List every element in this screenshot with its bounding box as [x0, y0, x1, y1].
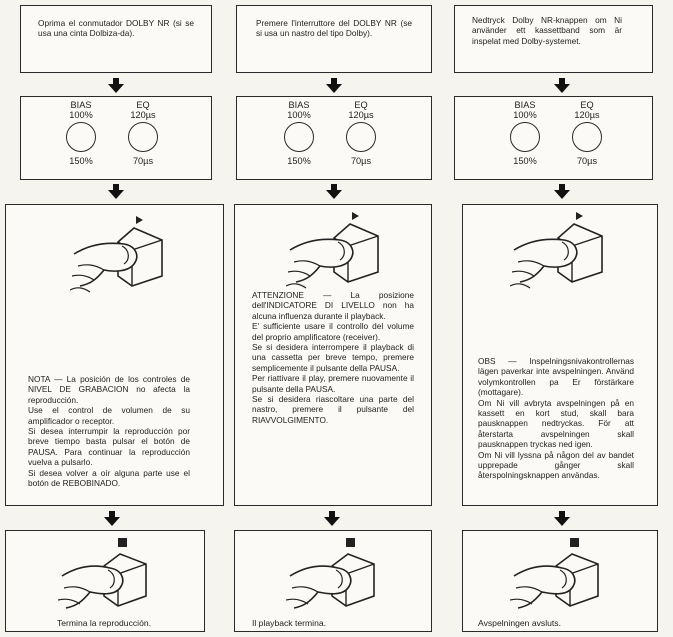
hand-pressing-stop-icon — [58, 537, 147, 609]
note-text-sv: OBS — Inspelningsnivakontrollernas lägen… — [478, 356, 634, 481]
step1-text-es: Oprima el conmutador DOLBY NR (si se usa… — [38, 18, 194, 39]
arrow-down-icon — [324, 511, 340, 526]
step1-box-it — [236, 5, 432, 73]
hand-pressing-stop-icon — [286, 537, 375, 609]
note-text-it: ATTENZIONE — La posizione dell'INDICATOR… — [252, 290, 414, 425]
arrow-down-icon — [104, 511, 120, 526]
arrow-down-icon — [326, 78, 342, 93]
end-caption-es: Termina la reproducción. — [56, 618, 152, 628]
hand-pressing-play-icon — [70, 215, 163, 293]
knob-box-sv — [454, 96, 653, 180]
eq-bottom-label: 70µs — [132, 156, 154, 166]
hand-pressing-play-icon — [286, 211, 379, 289]
step1-box-es — [20, 5, 212, 73]
arrow-down-icon — [326, 184, 342, 199]
arrow-down-icon — [108, 184, 124, 199]
note-text-es: NOTA — La posición de los controles de N… — [28, 374, 190, 489]
eq-knob-icon — [572, 122, 602, 152]
hand-pressing-play-icon — [510, 211, 603, 289]
bias-bottom-label: 150% — [513, 156, 537, 166]
knob-box-es — [20, 96, 212, 180]
step1-text-it: Premere l'interruttore del DOLBY NR (se … — [256, 18, 412, 39]
bias-bottom-label: 150% — [287, 156, 311, 166]
eq-bottom-label: 70µs — [576, 156, 598, 166]
hand-pressing-stop-icon — [510, 537, 599, 609]
end-caption-it: Il playback termina. — [252, 618, 327, 628]
arrow-down-icon — [108, 78, 124, 93]
bias-knob-icon — [510, 122, 540, 152]
bias-bottom-label: 150% — [69, 156, 93, 166]
eq-bottom-label: 70µs — [350, 156, 372, 166]
knob-box-it — [236, 96, 432, 180]
arrow-down-icon — [554, 78, 570, 93]
arrow-down-icon — [554, 511, 570, 526]
step1-text-sv: Nedtryck Dolby NR-knappen om Ni använder… — [472, 15, 622, 46]
arrow-down-icon — [554, 184, 570, 199]
bias-knob-icon — [66, 122, 96, 152]
eq-knob-icon — [128, 122, 158, 152]
eq-knob-icon — [346, 122, 376, 152]
bias-knob-icon — [284, 122, 314, 152]
step1-box-sv — [454, 5, 653, 73]
end-caption-sv: Avspelningen avsluts. — [478, 618, 561, 628]
